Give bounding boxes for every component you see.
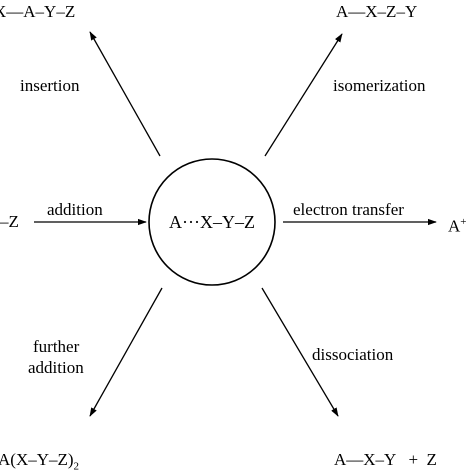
product-top-right: A—X–Z–Y	[336, 2, 418, 21]
dissociation-label: dissociation	[312, 345, 394, 364]
insertion-label: insertion	[20, 76, 80, 95]
isomerization-arrow	[264, 33, 343, 157]
product-bottom-left-subscript: 2	[73, 460, 80, 473]
further-addition-label-line2: addition	[28, 358, 84, 377]
further-addition-label-line1: further	[33, 337, 80, 356]
isomerization-label: isomerization	[333, 76, 426, 95]
center-complex-label: A···X–Y–Z	[169, 212, 255, 232]
product-right-charge: +	[460, 216, 467, 228]
product-left: –Z	[0, 212, 19, 231]
product-top-left: X—A–Y–Z	[0, 2, 76, 21]
addition-label: addition	[47, 200, 103, 219]
product-right-species: A	[448, 216, 461, 236]
further-addition-arrow	[89, 287, 163, 417]
product-bottom-left-formula: A(X–Y–Z)	[0, 450, 74, 469]
dissociation-arrow	[261, 287, 339, 417]
product-bottom-left: A(X–Y–Z)2	[0, 450, 79, 476]
product-bottom-right: A—X–Y + Z	[334, 450, 437, 469]
product-right: A+	[448, 212, 467, 237]
insertion-arrow	[89, 31, 161, 157]
center-complex-circle	[148, 158, 276, 286]
electron-transfer-label: electron transfer	[293, 200, 404, 219]
